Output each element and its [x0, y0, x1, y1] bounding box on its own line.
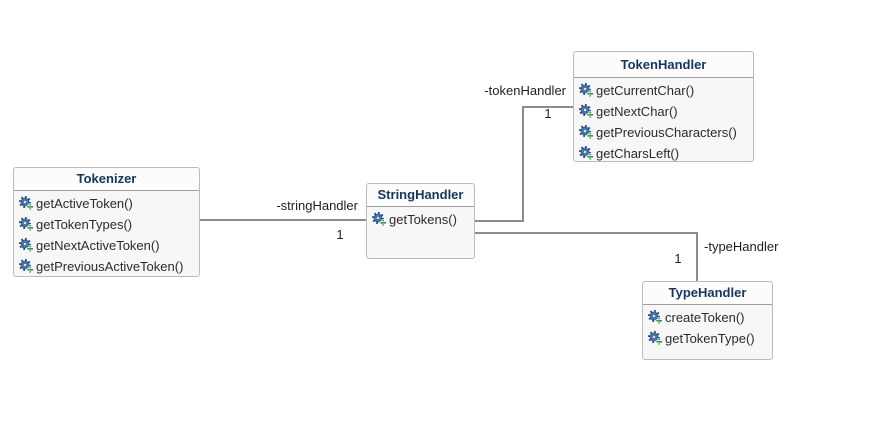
gear-plus-icon	[648, 310, 663, 325]
gear-plus-icon	[19, 217, 34, 232]
method-label: getActiveToken()	[36, 196, 133, 211]
gear-plus-icon	[648, 331, 663, 346]
method-label: createToken()	[665, 310, 745, 325]
gear-plus-icon	[579, 104, 594, 119]
class-title-stringhandler: StringHandler	[367, 184, 474, 207]
association-line-stringhandler-tokenhandler-seg3[interactable]	[522, 106, 573, 108]
method-label: getTokenTypes()	[36, 217, 133, 232]
method-label: getPreviousCharacters()	[596, 125, 737, 140]
gear-plus-icon	[372, 212, 387, 227]
method-label: getCurrentChar()	[596, 83, 695, 98]
method-label: getNextActiveToken()	[36, 238, 160, 253]
method-row: getTokenType()	[643, 328, 772, 349]
association-line-stringhandler-typehandler-seg1[interactable]	[475, 232, 698, 234]
method-row: getCurrentChar()	[574, 80, 753, 101]
method-label: getPreviousActiveToken()	[36, 259, 184, 274]
class-title-tokenhandler: TokenHandler	[574, 52, 753, 78]
method-label: getCharsLeft()	[596, 146, 680, 161]
method-label: getTokens()	[389, 212, 457, 227]
method-row: getPreviousActiveToken()	[14, 256, 199, 277]
association-multiplicity-stringhandler: 1	[336, 227, 344, 242]
method-row: getNextActiveToken()	[14, 235, 199, 256]
method-row: createToken()	[643, 307, 772, 328]
class-node-typehandler[interactable]: TypeHandler	[642, 281, 773, 360]
method-list-typehandler: createToken()	[643, 305, 772, 349]
method-row: getCharsLeft()	[574, 143, 753, 164]
class-node-tokenizer[interactable]: Tokenizer	[13, 167, 200, 277]
association-line-stringhandler-tokenhandler-seg1[interactable]	[475, 220, 524, 222]
class-node-tokenhandler[interactable]: TokenHandler	[573, 51, 754, 162]
method-row: getPreviousCharacters()	[574, 122, 753, 143]
method-list-tokenizer: getActiveToken()	[14, 191, 199, 277]
class-node-stringhandler[interactable]: StringHandler	[366, 183, 475, 259]
method-row: getActiveToken()	[14, 193, 199, 214]
gear-plus-icon	[19, 196, 34, 211]
association-label-stringhandler: -stringHandler	[276, 198, 358, 213]
gear-plus-icon	[19, 259, 34, 274]
method-row: getNextChar()	[574, 101, 753, 122]
association-line-tokenizer-stringhandler[interactable]	[200, 219, 366, 221]
gear-plus-icon	[579, 83, 594, 98]
method-row: getTokens()	[367, 209, 474, 230]
class-title-typehandler: TypeHandler	[643, 282, 772, 305]
gear-plus-icon	[19, 238, 34, 253]
method-list-tokenhandler: getCurrentChar()	[574, 78, 753, 164]
method-row: getTokenTypes()	[14, 214, 199, 235]
method-label: getTokenType()	[665, 331, 755, 346]
association-line-stringhandler-typehandler-seg2[interactable]	[696, 232, 698, 281]
class-title-tokenizer: Tokenizer	[14, 168, 199, 191]
association-line-stringhandler-tokenhandler-seg2[interactable]	[522, 106, 524, 222]
association-label-tokenhandler: -tokenHandler	[484, 83, 566, 98]
association-multiplicity-tokenhandler: 1	[544, 106, 552, 121]
method-list-stringhandler: getTokens()	[367, 207, 474, 230]
gear-plus-icon	[579, 125, 594, 140]
association-label-typehandler: -typeHandler	[704, 239, 779, 254]
method-label: getNextChar()	[596, 104, 678, 119]
gear-plus-icon	[579, 146, 594, 161]
association-multiplicity-typehandler: 1	[674, 251, 682, 266]
